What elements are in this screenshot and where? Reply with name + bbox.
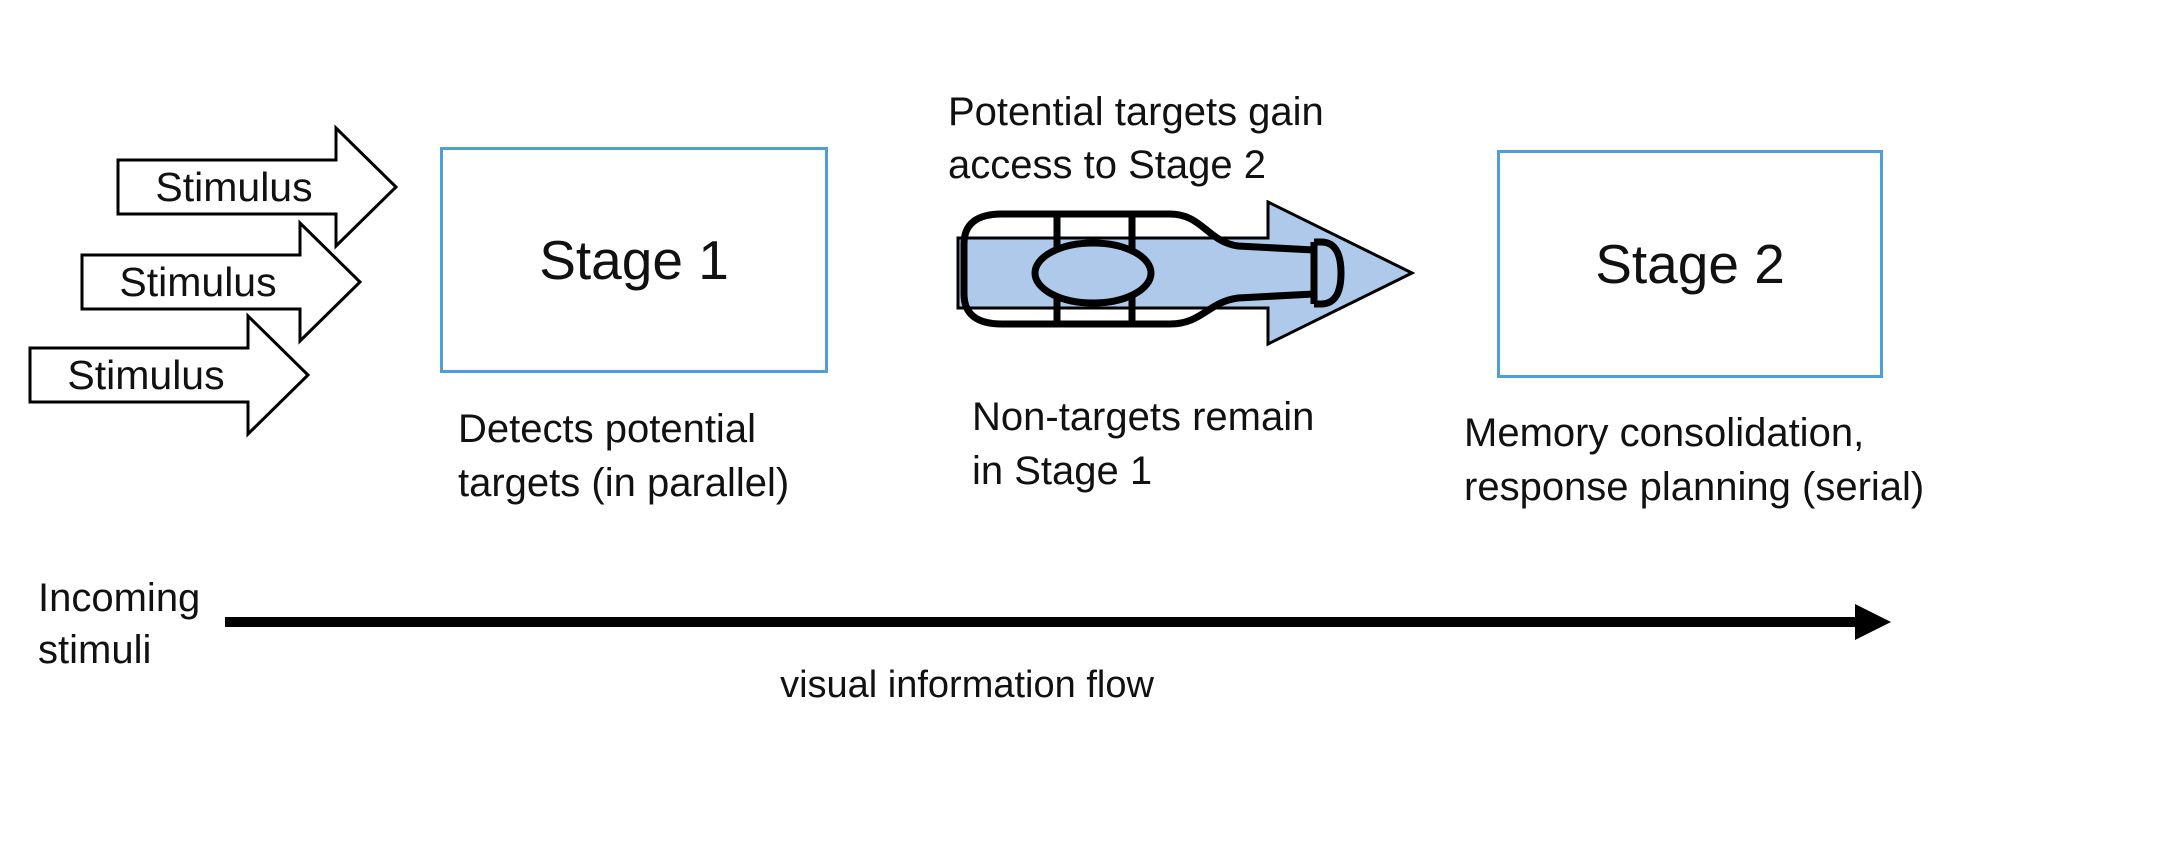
right-arrow-icon (116, 124, 399, 250)
bottleneck-bottom-label-line1: Non-targets remain (972, 395, 1315, 439)
incoming-stimuli-label: Incoming stimuli (38, 572, 200, 676)
stage2-caption-line1: Memory consolidation, (1464, 411, 1865, 455)
incoming-stimuli-line1: Incoming (38, 576, 201, 620)
stage2-caption: Memory consolidation, response planning … (1464, 406, 1924, 514)
bottleneck-arrow-shape (956, 200, 1416, 347)
bottle-arrow-icon (956, 200, 1416, 347)
incoming-stimuli-line2: stimuli (38, 628, 152, 672)
stage2-caption-line2: response planning (serial) (1464, 465, 1925, 509)
arrow-shape (116, 124, 399, 250)
bottleneck-bottom-label: Non-targets remain in Stage 1 (972, 390, 1314, 498)
right-arrow-icon (28, 312, 311, 438)
stage1-title: Stage 1 (539, 229, 729, 291)
stimulus-arrow-3: Stimulus (28, 312, 311, 438)
bottle-outline (960, 210, 1315, 328)
flow-arrow-head (1855, 604, 1891, 640)
stimulus-label: Stimulus (155, 163, 313, 210)
bottleneck-top-label-line2: access to Stage 2 (948, 143, 1266, 187)
stage1-box: Stage 1 (440, 147, 828, 373)
stage2-title: Stage 2 (1595, 233, 1785, 295)
stage1-caption-line2: targets (in parallel) (458, 461, 790, 505)
flow-label: visual information flow (780, 664, 1154, 706)
stage1-caption-line1: Detects potential (458, 407, 756, 451)
bottleneck-top-label-line1: Potential targets gain (948, 90, 1324, 134)
flow-arrow-icon (225, 604, 1891, 640)
stage2-box: Stage 2 (1497, 150, 1883, 378)
arrow-shape (80, 219, 363, 345)
stage1-caption: Detects potential targets (in parallel) (458, 402, 789, 510)
stimulus-label: Stimulus (119, 258, 277, 305)
right-arrow-icon (80, 219, 363, 345)
bottle-cap (1310, 238, 1345, 308)
bottleneck-top-label: Potential targets gain access to Stage 2 (948, 86, 1324, 192)
arrow-shape (28, 312, 311, 438)
bottle-label-ellipse (1031, 239, 1155, 307)
stimulus-arrow-2: Stimulus (80, 219, 363, 345)
stimulus-label: Stimulus (67, 351, 225, 398)
stimulus-arrow-1: Stimulus (116, 124, 399, 250)
bottleneck-bottom-label-line2: in Stage 1 (972, 449, 1153, 493)
